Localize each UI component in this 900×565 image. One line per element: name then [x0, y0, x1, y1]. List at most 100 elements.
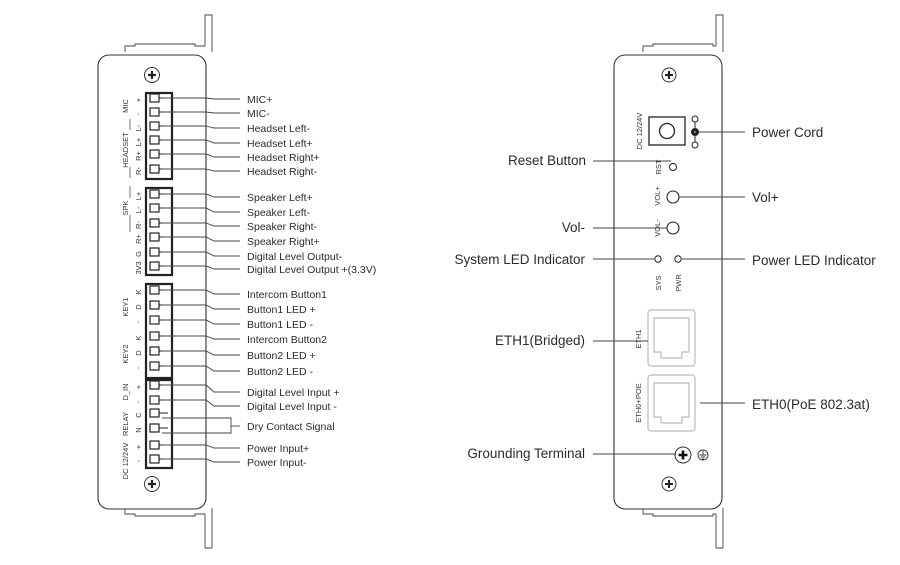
callout-line: [162, 251, 240, 257]
callout-line: [162, 444, 240, 449]
pin-label: K: [134, 335, 143, 340]
left-bottom-screw-icon: [144, 476, 160, 492]
group-label-headset: HEADSET: [121, 132, 130, 168]
callout-line: [162, 193, 240, 198]
left-callouts: MIC+ MIC- Headset Left- Headset Left+ Headse…: [162, 94, 376, 469]
left-callout-label: Headset Left-: [247, 123, 311, 135]
pin-label: 3V3: [134, 261, 143, 274]
group-label-relay: RELAY: [121, 412, 130, 436]
callout-line: [162, 399, 240, 407]
left-callout-label: Speaker Left+: [247, 192, 313, 204]
vol-minus-button[interactable]: [666, 221, 680, 235]
pin-label: R+: [134, 150, 143, 160]
pin-label: L-: [134, 206, 143, 213]
callout-line: [162, 153, 240, 158]
group-label-mic: MIC: [121, 99, 130, 113]
right-bottom-screw-icon: [661, 476, 677, 492]
callout-vol-minus: Vol-: [562, 220, 585, 235]
right-device-top-flange: [642, 14, 724, 52]
callout-line: [162, 458, 240, 463]
pin-label: R+: [134, 233, 143, 243]
vol-plus-button[interactable]: [666, 190, 680, 204]
pin-label: -: [134, 459, 143, 462]
left-callout-label: MIC+: [247, 94, 272, 106]
ground-symbol-icon: [697, 449, 709, 461]
left-callout-label: Speaker Left-: [247, 207, 311, 219]
eth1-port: [647, 309, 696, 367]
callout-eth0: ETH0(PoE 802.3at): [752, 397, 870, 412]
pin-label: +: [134, 444, 143, 449]
callout-line: [162, 207, 240, 213]
pin-label: G: [134, 251, 143, 257]
terminal-pins: [149, 93, 168, 464]
callout-line: [162, 304, 240, 310]
right-device: DC 12/24V RST VOL+ VOL- SYS PWR ETH1: [454, 14, 876, 549]
left-callout-label: Power Input-: [247, 457, 307, 469]
callout-line: [162, 139, 240, 144]
callout-line: [162, 97, 240, 100]
pin-label: -: [134, 366, 143, 369]
left-callout-label: Button1 LED +: [247, 304, 316, 316]
left-callout-label: Power Input+: [247, 443, 309, 455]
callout-line: [162, 289, 240, 295]
left-callout-label: Button2 LED -: [247, 366, 313, 378]
callout-line: [162, 168, 240, 172]
group-label-key1: KEY1: [121, 297, 130, 316]
left-callout-label: Headset Right+: [247, 152, 320, 164]
pin-label: C: [134, 412, 143, 418]
callout-line: [162, 111, 240, 114]
callout-line: [162, 350, 240, 356]
pin-label: R-: [134, 221, 143, 229]
pin-label: L-: [134, 124, 143, 131]
pin-label: L+: [134, 137, 143, 146]
callout-line: [162, 319, 240, 325]
rst-label: RST: [654, 159, 663, 174]
callout-system-led: System LED Indicator: [454, 252, 585, 267]
callout-line: [162, 365, 240, 372]
callout-line: [162, 125, 240, 129]
left-callout-label: Intercom Button2: [247, 334, 327, 346]
group-labels: MIC HEADSET SPK KEY1 KEY2 D_IN RELAY DC …: [121, 99, 130, 480]
callout-grounding: Grounding Terminal: [467, 446, 585, 461]
callout-line: [162, 236, 240, 242]
sys-led: [654, 255, 662, 263]
left-device-bottom-flange: [124, 508, 213, 549]
polarity-icon: [691, 115, 699, 149]
pin-label: +: [134, 384, 143, 389]
pin-label: -: [134, 112, 143, 115]
eth0-port: [647, 374, 696, 432]
right-device-bottom-flange: [642, 508, 724, 549]
pin-label: K: [134, 289, 143, 294]
callout-line: [162, 265, 240, 270]
left-callout-label: MIC-: [247, 108, 270, 120]
left-callout-label: Button2 LED +: [247, 350, 316, 362]
group-label-d-in: D_IN: [121, 383, 130, 400]
left-callout-label: Headset Left+: [247, 138, 313, 150]
right-callouts: Power Cord Reset Button Vol+ Vol- System…: [454, 125, 876, 461]
left-callout-label: Digital Level Input +: [247, 387, 340, 399]
pin-label: N: [134, 427, 143, 432]
pin-label: -: [134, 320, 143, 323]
terminal-pin: [149, 423, 168, 433]
right-top-screw-icon: [661, 67, 677, 83]
eth0-label: ETH0+POE: [634, 383, 643, 422]
grounding-screw-icon: [674, 446, 692, 464]
pin-label: R-: [134, 167, 143, 175]
reset-button[interactable]: [669, 163, 677, 171]
dry-contact-bracket: [162, 417, 232, 434]
left-callout-label: Dry Contact Signal: [247, 421, 335, 433]
left-device-body: [97, 54, 207, 510]
left-callout-label: Digital Level Output-: [247, 251, 343, 263]
left-callout-label: Intercom Button1: [247, 289, 327, 301]
pwr-led: [674, 255, 682, 263]
callout-line: [162, 335, 240, 340]
left-callout-label: Button1 LED -: [247, 319, 313, 331]
sys-label: SYS: [654, 275, 663, 290]
pin-label: +: [134, 97, 143, 102]
left-device-top-flange: [124, 14, 213, 52]
callout-power-cord: Power Cord: [752, 125, 823, 140]
pin-label: D: [134, 304, 143, 310]
left-callout-label: Digital Level Input -: [247, 401, 337, 413]
group-label-key2: KEY2: [121, 344, 130, 363]
